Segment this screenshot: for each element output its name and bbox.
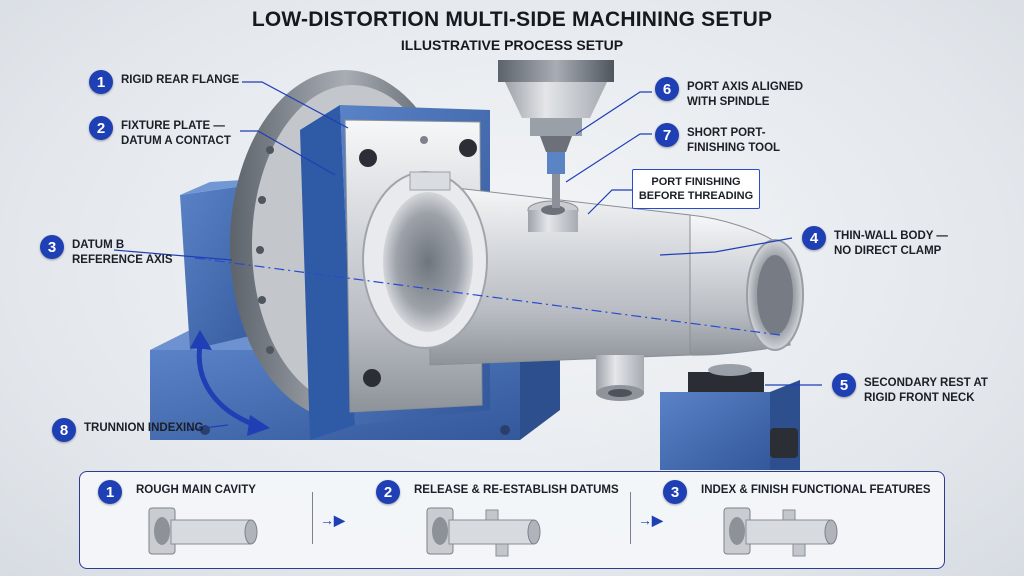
callout-2: 2 FIXTURE PLATE — DATUM A CONTACT: [89, 116, 231, 149]
callout-5-number: 5: [832, 373, 856, 397]
step-1-part-icon: [148, 507, 258, 555]
callout-7: 7 SHORT PORT- FINISHING TOOL: [655, 123, 780, 156]
callout-2-line-1: FIXTURE PLATE —: [121, 120, 225, 132]
callout-6: 6 PORT AXIS ALIGNED WITH SPINDLE: [655, 77, 803, 110]
callout-5: 5 SECONDARY REST AT RIGID FRONT NECK: [832, 373, 988, 406]
callout-6-line-2: WITH SPINDLE: [687, 96, 770, 108]
callout-4: 4 THIN-WALL BODY — NO DIRECT CLAMP: [802, 226, 948, 259]
callout-2-number: 2: [89, 116, 113, 140]
spindle: [498, 60, 614, 208]
callout-3: 3 DATUM B REFERENCE AXIS: [40, 235, 173, 268]
step-2-part-icon: [426, 507, 541, 557]
step-divider-2: [630, 492, 631, 544]
step-arrow-2: →▶: [638, 512, 663, 528]
step-3-number: 3: [663, 480, 687, 504]
step-3-part-icon: [723, 507, 838, 557]
trunnion-indexing-arrow: [190, 330, 270, 436]
port-box-line-1: PORT FINISHING: [651, 176, 741, 188]
datum-b-axis-line: [194, 257, 781, 336]
callout-1: 1 RIGID REAR FLANGE: [89, 70, 239, 94]
callout-7-line-1: SHORT PORT-: [687, 127, 766, 139]
callout-1-number: 1: [89, 70, 113, 94]
callout-6-line-1: PORT AXIS ALIGNED: [687, 81, 804, 93]
callout-5-line-1: SECONDARY REST AT: [864, 377, 988, 389]
step-divider-1: [312, 492, 313, 544]
page-subtitle: ILLUSTRATIVE PROCESS SETUP: [400, 37, 624, 53]
machining-setup-illustration: [113, 60, 822, 470]
callout-8-line-1: TRUNNION INDEXING: [84, 422, 204, 434]
step-1-label: ROUGH MAIN CAVITY: [136, 484, 256, 496]
callout-5-line-2: RIGID FRONT NECK: [864, 392, 975, 404]
port-box-line-2: BEFORE THREADING: [638, 190, 754, 202]
callout-4-line-2: NO DIRECT CLAMP: [834, 245, 942, 257]
callout-3-line-1: DATUM B: [72, 239, 125, 251]
callout-8: 8 TRUNNION INDEXING: [52, 418, 203, 442]
step-1-number: 1: [98, 480, 122, 504]
callout-7-line-2: FINISHING TOOL: [687, 142, 781, 154]
leader-lines: [113, 81, 822, 431]
step-2-number: 2: [376, 480, 400, 504]
thin-wall-body: [362, 171, 804, 401]
step-2-label: RELEASE & RE-ESTABLISH DATUMS: [414, 484, 619, 496]
callout-7-number: 7: [655, 123, 679, 147]
port-finishing-box: PORT FINISHING BEFORE THREADING: [632, 169, 760, 209]
callout-8-number: 8: [52, 418, 76, 442]
step-3-label: INDEX & FINISH FUNCTIONAL FEATURES: [701, 484, 931, 496]
callout-4-line-1: THIN-WALL BODY —: [834, 230, 948, 242]
secondary-rest: [660, 364, 800, 470]
callout-3-line-2: REFERENCE AXIS: [72, 254, 173, 266]
step-arrow-1: →▶: [320, 512, 345, 528]
page-title: LOW-DISTORTION MULTI-SIDE MACHINING SETU…: [251, 8, 773, 31]
callout-6-number: 6: [655, 77, 679, 101]
process-steps-panel: 1 ROUGH MAIN CAVITY →▶ 2 RELEASE & RE-ES…: [79, 471, 945, 569]
callout-4-number: 4: [802, 226, 826, 250]
callout-3-number: 3: [40, 235, 64, 259]
callout-2-line-2: DATUM A CONTACT: [121, 135, 231, 147]
callout-1-line-1: RIGID REAR FLANGE: [121, 74, 240, 86]
